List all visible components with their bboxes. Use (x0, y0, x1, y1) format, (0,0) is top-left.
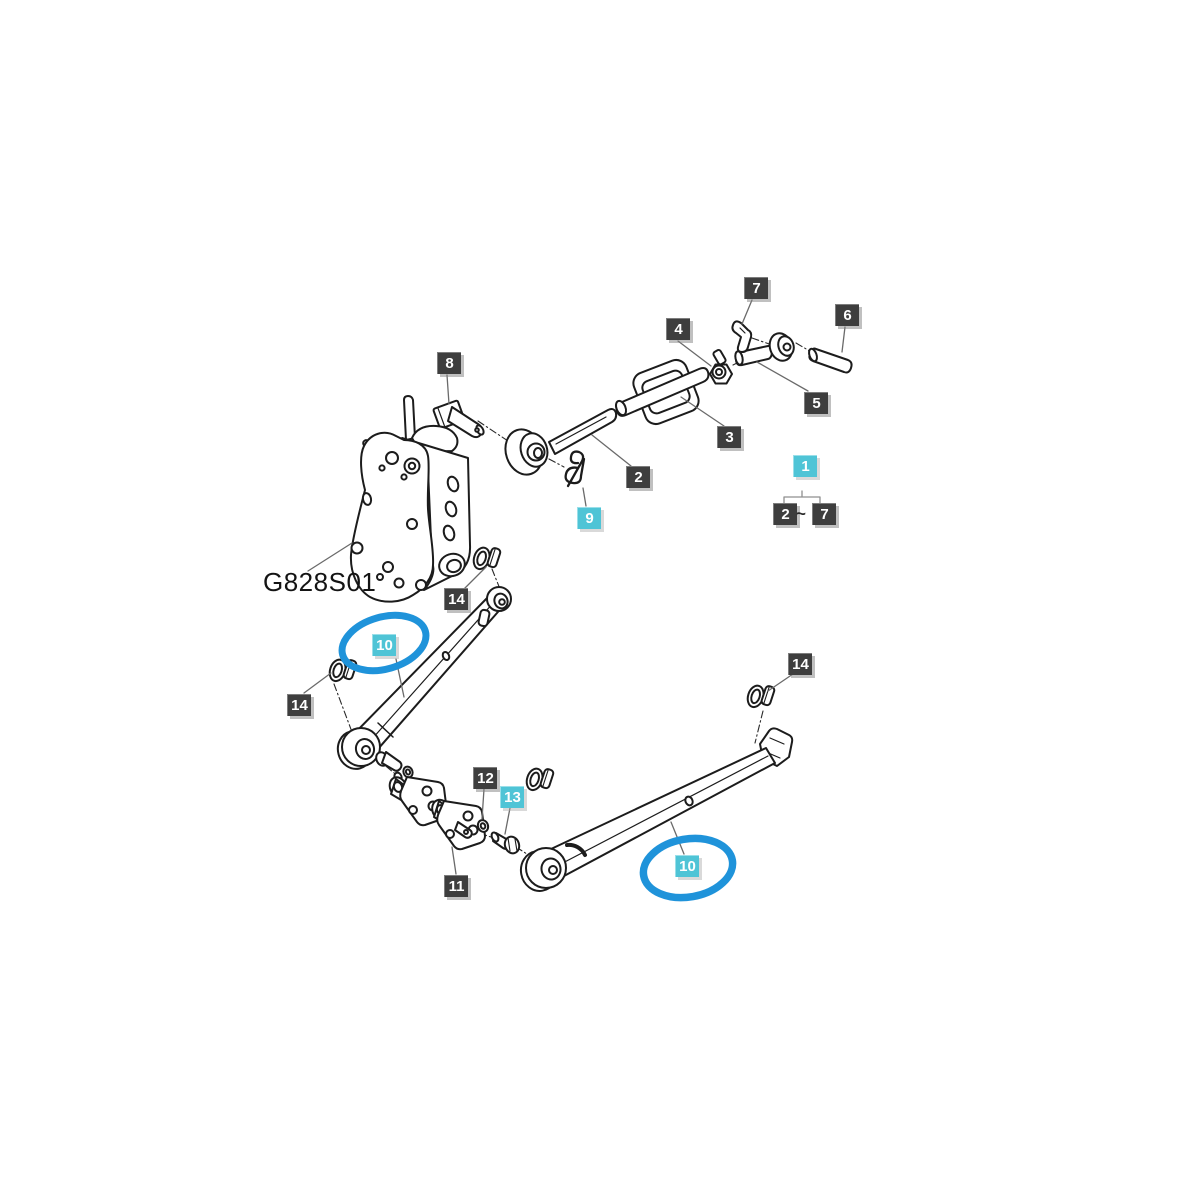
callout-part-6[interactable]: 6 (835, 304, 859, 326)
callout-part-14[interactable]: 14 (287, 694, 311, 716)
callout-part-3[interactable]: 3 (717, 426, 741, 448)
highlight-ellipse-left (338, 611, 430, 675)
callout-part-14[interactable]: 14 (788, 653, 812, 675)
callout-part-10[interactable]: 10 (372, 634, 396, 656)
callout-part-7[interactable]: 7 (744, 277, 768, 299)
callout-part-8[interactable]: 8 (437, 352, 461, 374)
range-separator: ~ (796, 504, 806, 523)
callout-part-10[interactable]: 10 (675, 855, 699, 877)
figure-code-label: G828S01 (263, 567, 377, 597)
callout-part-7[interactable]: 7 (812, 503, 836, 525)
callout-part-2[interactable]: 2 (626, 466, 650, 488)
callout-part-1[interactable]: 1 (793, 455, 817, 477)
callout-part-13[interactable]: 13 (500, 786, 524, 808)
lower-link-arm-right (519, 727, 794, 892)
callout-part-14[interactable]: 14 (444, 588, 468, 610)
callout-part-12[interactable]: 12 (473, 767, 497, 789)
callout-part-9[interactable]: 9 (577, 507, 601, 529)
callout-part-2[interactable]: 2 (773, 503, 797, 525)
range-bracket (783, 490, 821, 504)
callout-part-5[interactable]: 5 (804, 392, 828, 414)
callout-part-4[interactable]: 4 (666, 318, 690, 340)
callout-part-11[interactable]: 11 (444, 875, 468, 897)
latch-clips (328, 546, 776, 792)
top-link-assembly (432, 320, 853, 488)
hitch-bracket (349, 395, 472, 603)
highlight-ellipse-right (639, 834, 737, 902)
stabilizer-brackets (375, 751, 521, 855)
lower-link-arm-left (336, 586, 512, 770)
